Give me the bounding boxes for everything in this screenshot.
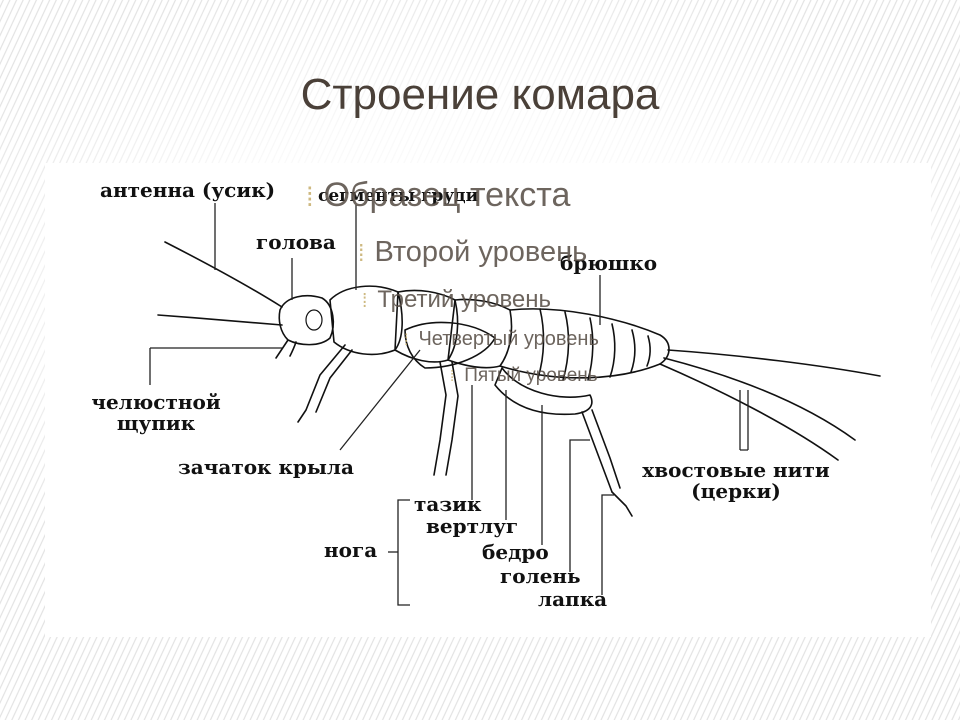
label-tail-line2: (церки): [691, 479, 781, 503]
label-tarsus: лапка: [538, 587, 608, 611]
label-thorax-segments: сегменты груди: [318, 186, 479, 206]
mesothorax: [394, 289, 459, 363]
cercus-2: [663, 357, 856, 441]
placeholder-level-4: ⁞ Четвертый уровень: [404, 328, 599, 351]
metathorax: [447, 298, 513, 369]
placeholder-level-2-text: Второй уровень: [374, 236, 588, 268]
hind-leg-tibia: [581, 411, 613, 493]
hind-leg-femur: [494, 367, 593, 416]
cercus-3: [659, 363, 839, 461]
placeholder-level-3-text: Третий уровень: [377, 286, 552, 313]
cercus-1: [667, 349, 881, 377]
placeholder-level-1-text: Образец текста: [323, 176, 571, 214]
label-tail: хвостовые нити (церки): [636, 460, 836, 502]
wing-bud: [404, 321, 496, 369]
label-palp-line2: щупик: [116, 411, 196, 435]
placeholder-level-4-text: Четвертый уровень: [418, 328, 599, 350]
leader-tarsus: [601, 494, 614, 595]
label-head: голова: [256, 230, 336, 254]
label-tail-line1: хвостовые нити: [642, 458, 830, 482]
abdomen-outline: [499, 308, 670, 379]
head-outline: [278, 294, 335, 346]
hind-leg-tarsus: [611, 491, 633, 517]
label-antenna: антенна (усик): [100, 178, 276, 202]
bullet-marker: ⁞: [358, 240, 365, 266]
label-tibia: голень: [500, 564, 581, 588]
bullet-marker: ⁞: [404, 332, 409, 349]
diagram-panel: [45, 163, 931, 637]
slide-title: Строение комара: [300, 70, 660, 119]
label-trochanter: вертлуг: [426, 514, 519, 538]
placeholder-level-1: ⁞ Образец текста: [306, 176, 570, 215]
label-femur: бедро: [482, 540, 549, 564]
middle-leg: [433, 361, 447, 476]
leg-bracket: [397, 499, 410, 606]
label-palp-line1: челюстной: [91, 390, 221, 414]
placeholder-level-5-text: Пятый уровень: [464, 365, 598, 386]
antenna-lower: [157, 314, 283, 326]
bullet-marker: ⁞: [450, 368, 455, 385]
leader-wing: [339, 349, 421, 451]
placeholder-level-5: ⁞ Пятый уровень: [450, 365, 598, 387]
label-coxa: тазик: [414, 492, 482, 516]
placeholder-level-2: ⁞ Второй уровень: [358, 236, 587, 269]
bullet-marker: ⁞: [306, 181, 314, 212]
prothorax: [329, 285, 403, 356]
bullet-marker: ⁞: [362, 291, 368, 312]
antenna-upper: [164, 241, 283, 308]
label-palp: челюстной щупик: [86, 392, 226, 434]
front-leg: [297, 344, 346, 423]
placeholder-level-3: ⁞ Третий уровень: [362, 286, 551, 314]
leader-tibia: [569, 439, 590, 572]
leader-tail-bracket: [739, 390, 749, 451]
label-abdomen: брюшко: [560, 251, 658, 275]
label-wing-bud: зачаток крыла: [178, 455, 354, 479]
label-leg: нога: [324, 538, 378, 562]
